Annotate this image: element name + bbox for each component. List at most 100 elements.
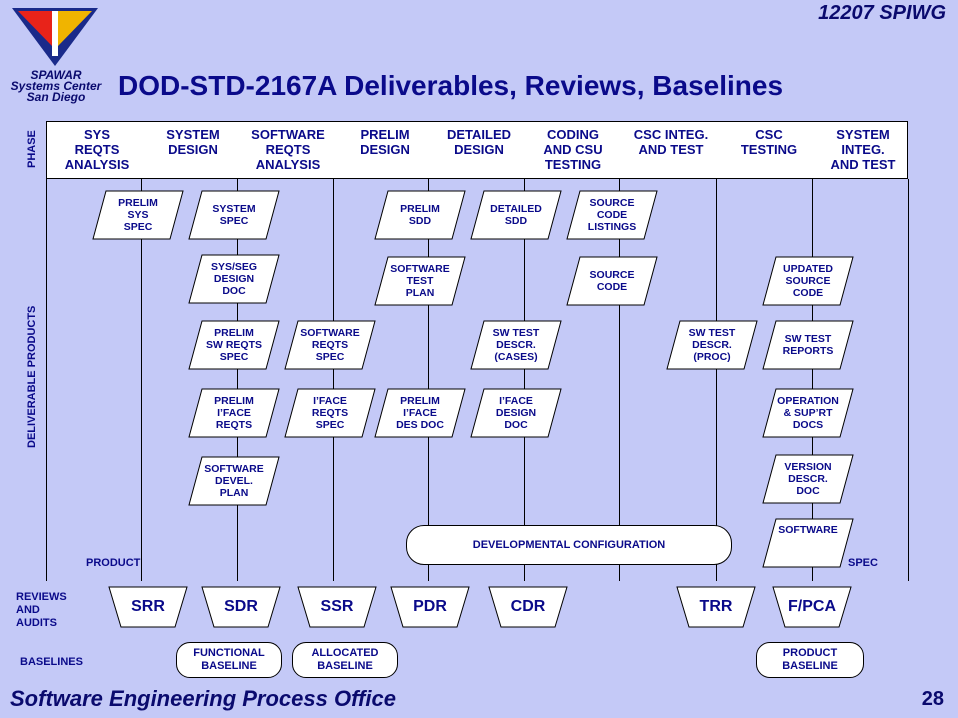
- deliverable-line: PRELIM: [214, 395, 254, 407]
- review-label: SRR: [131, 598, 165, 615]
- deliverable-line: SOURCE: [589, 269, 635, 281]
- deliverable-line: SOFTWARE: [300, 327, 360, 339]
- deliverable-line: PLAN: [405, 287, 435, 299]
- phase-line: REQTS: [265, 142, 311, 157]
- page-title: DOD-STD-2167A Deliverables, Reviews, Bas…: [118, 70, 784, 101]
- phase-line: TESTING: [740, 142, 798, 157]
- phase-cell: PRELIM DESIGN: [339, 122, 431, 180]
- timeline-line: [428, 179, 429, 581]
- deliverable-line: DESCR.: [692, 339, 732, 351]
- deliverables-side-label: DELIVERABLE PRODUCTS: [26, 305, 38, 448]
- deliverable-line: CODE: [792, 287, 824, 299]
- logo-caption: SPAWAR Systems Center San Diego: [10, 69, 102, 104]
- baseline-functional: FUNCTIONAL BASELINE: [176, 642, 282, 678]
- deliverable-line: SOFTWARE: [390, 263, 450, 275]
- phase-line: DESIGN: [168, 142, 218, 157]
- phase-line: SYSTEM: [836, 127, 890, 142]
- developmental-configuration: DEVELOPMENTAL CONFIGURATION: [406, 525, 732, 565]
- deliverable-line: SW REQTS: [205, 339, 262, 351]
- reviews-label-line: AND: [16, 604, 40, 616]
- deliverable-line: I’FACE: [499, 395, 533, 407]
- review-cdr: CDR: [488, 586, 568, 628]
- deliverable-line: SOURCE: [589, 197, 635, 209]
- page-number: 28: [921, 688, 944, 710]
- deliverable-line: DESCR.: [788, 473, 828, 485]
- review-trr: TRR: [676, 586, 756, 628]
- phase-line: ANALYSIS: [255, 157, 321, 172]
- deliverable-line: (PROC): [693, 351, 731, 363]
- footer-office: Software Engineering Process Office: [10, 686, 396, 711]
- deliverable-line: VERSION: [784, 461, 832, 473]
- review-label: SDR: [224, 598, 258, 615]
- deliverable-line: DOC: [222, 285, 246, 297]
- deliverable-line: SW TEST: [688, 327, 736, 339]
- phase-cell: CSC TESTING: [723, 122, 815, 180]
- deliverable-line: SPEC: [123, 221, 153, 233]
- review-sdr: SDR: [201, 586, 281, 628]
- deliverable-line: SYS: [127, 209, 149, 221]
- review-label: PDR: [413, 598, 447, 615]
- deliverable-line: TEST: [406, 275, 434, 287]
- phase-line: SYSTEM: [166, 127, 220, 142]
- phase-line: TESTING: [544, 157, 602, 172]
- review-ssr: SSR: [297, 586, 377, 628]
- phase-line: AND CSU: [543, 142, 603, 157]
- deliverable-line: DESCR.: [496, 339, 536, 351]
- product-label: PRODUCT: [86, 557, 141, 569]
- logo-line: San Diego: [26, 90, 86, 104]
- phase-line: INTEG.: [841, 142, 885, 157]
- deliverable-line: DES DOC: [396, 419, 444, 431]
- deliverable-line: DOCS: [792, 419, 824, 431]
- phase-line: CSC INTEG.: [633, 127, 709, 142]
- phase-line: DESIGN: [360, 142, 410, 157]
- deliverable-line: PRELIM: [214, 327, 254, 339]
- phase-cell: SOFTWARE REQTS ANALYSIS: [241, 122, 335, 180]
- deliverable-line: DOC: [504, 419, 528, 431]
- deliverable-line: DESIGN: [495, 407, 537, 419]
- phase-line: AND TEST: [638, 142, 704, 157]
- timeline-line: [46, 179, 47, 581]
- timeline-line: [524, 179, 525, 581]
- deliverable-line: LISTINGS: [587, 221, 637, 233]
- timeline-line: [908, 179, 909, 581]
- deliverable-line: PRELIM: [400, 395, 440, 407]
- spawar-logo-icon: [12, 8, 98, 66]
- deliverable-line: CODE: [596, 281, 628, 293]
- deliverable-line: SYS/SEG: [210, 261, 258, 273]
- review-pdr: PDR: [390, 586, 470, 628]
- deliverable-line: CODE: [596, 209, 628, 221]
- review-label: CDR: [510, 598, 546, 615]
- reviews-label-line: REVIEWS: [16, 591, 67, 603]
- baseline-line: BASELINE: [782, 660, 838, 672]
- baseline-line: PRODUCT: [782, 647, 838, 659]
- org-code: 12207 SPIWG: [818, 2, 946, 24]
- phase-line: SOFTWARE: [251, 127, 325, 142]
- timeline-line: [141, 179, 142, 581]
- deliverable-line: SOURCE: [785, 275, 831, 287]
- timeline-line: [619, 179, 620, 581]
- deliverable-line: (CASES): [494, 351, 538, 363]
- baseline-product: PRODUCT BASELINE: [756, 642, 864, 678]
- phase-line: CODING: [547, 127, 599, 142]
- deliverable-line: REQTS: [215, 419, 253, 431]
- review-srr: SRR: [108, 586, 188, 628]
- deliverable-line: SPEC: [315, 351, 345, 363]
- deliverable-line: SPEC: [219, 215, 249, 227]
- deliverable-line: SPEC: [219, 351, 249, 363]
- phase-line: REQTS: [74, 142, 120, 157]
- deliverable-line: PRELIM: [118, 197, 158, 209]
- phase-line: PRELIM: [360, 127, 410, 142]
- phase-line: SYS: [83, 127, 110, 142]
